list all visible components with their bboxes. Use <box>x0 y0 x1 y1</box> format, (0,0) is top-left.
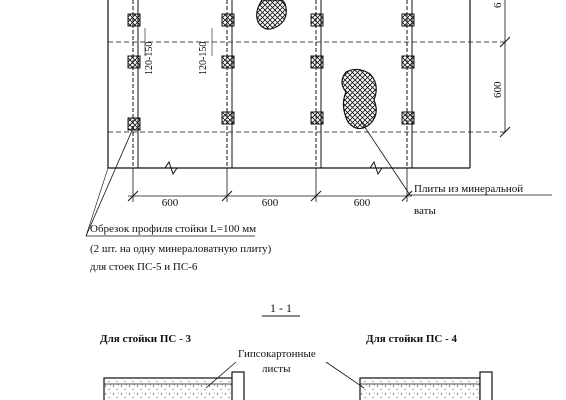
mineral-wool-blob-2 <box>341 68 377 130</box>
plan-view: 120-150 120-150 <box>107 0 505 176</box>
board-label-2: листы <box>262 363 291 375</box>
horizontal-dimension: 600 600 600 <box>127 168 413 209</box>
mineral-plates-callout: Плиты из минеральной ваты <box>359 119 552 217</box>
stud-1 <box>132 0 139 168</box>
stud-4 <box>406 0 413 168</box>
cut-note-line-3: для стоек ПС-5 и ПС-6 <box>90 261 198 273</box>
stud-3 <box>315 0 322 168</box>
board-section-right <box>359 371 493 400</box>
board-section-left <box>103 371 245 400</box>
dim-600-3: 600 <box>354 197 371 209</box>
section-title: 1 - 1 <box>270 301 292 315</box>
gap-label-left: 120-150 <box>144 42 155 75</box>
profile-cut-callout: Обрезок профиля стойки L=100 мм (2 шт. н… <box>85 125 272 273</box>
dim-600-2: 600 <box>262 197 279 209</box>
section-1-1: 1 - 1 Для стойки ПС - 3 Для стойки ПС - … <box>100 301 493 400</box>
board-label-1: Гипсокартонные <box>238 348 316 360</box>
profile-cuts <box>127 13 415 131</box>
cut-note-line-1: Обрезок профиля стойки L=100 мм <box>90 223 256 235</box>
dim-vertical-partial: 6 <box>492 2 504 8</box>
gap-label-mid: 120-150 <box>198 42 209 75</box>
mineral-plates-label-2: ваты <box>414 205 436 217</box>
mineral-plates-label: Плиты из минеральной <box>414 183 523 195</box>
cut-note-line-2: (2 шт. на одну минераловатную плиту) <box>90 243 272 255</box>
stud-2 <box>226 0 233 168</box>
caption-ps4: Для стойки ПС - 4 <box>366 333 458 345</box>
dim-600-1: 600 <box>162 197 179 209</box>
mineral-wool-blob-1 <box>256 0 287 30</box>
dim-vertical-600: 600 <box>492 81 504 98</box>
caption-ps3: Для стойки ПС - 3 <box>100 333 192 345</box>
vertical-dimension: 600 6 <box>492 0 511 138</box>
